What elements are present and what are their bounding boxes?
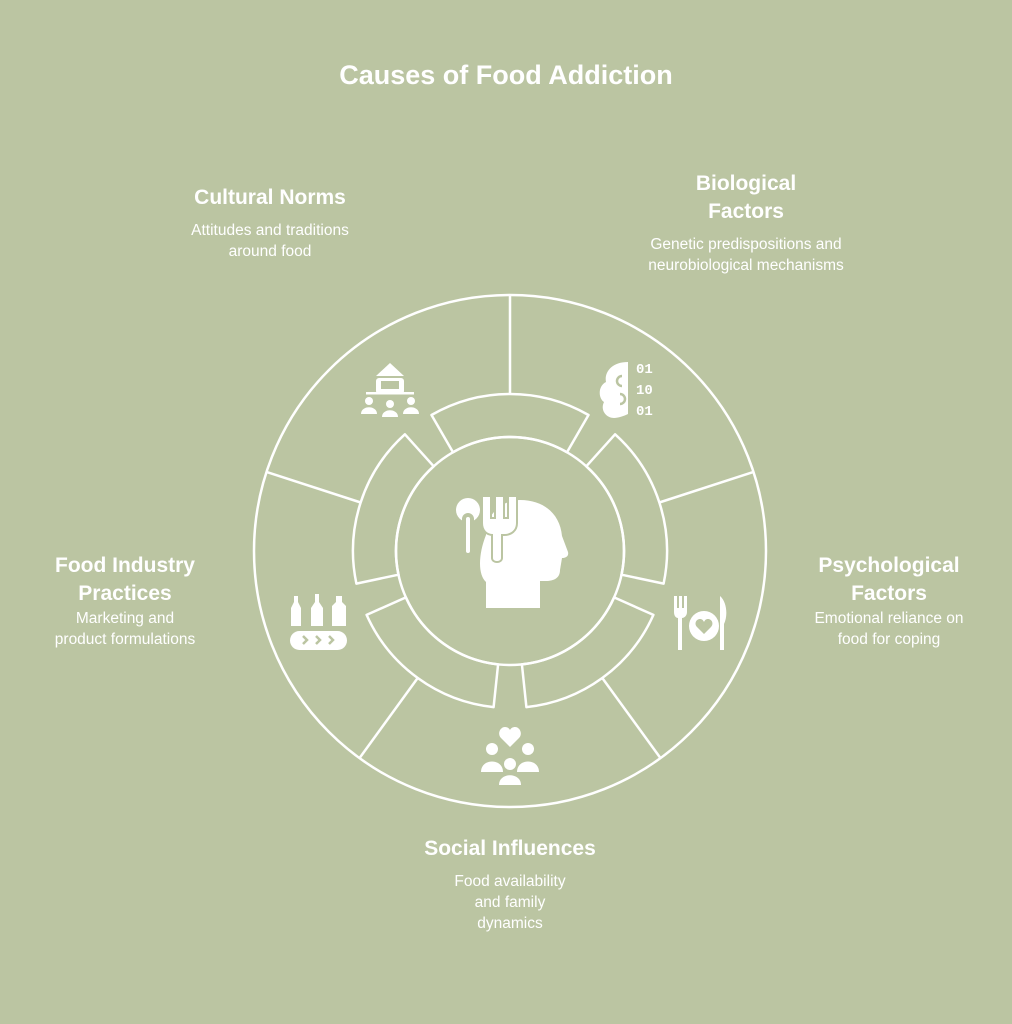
brain-binary-icon: 01 10 01 (599, 362, 653, 420)
divider-line-3 (601, 677, 662, 759)
band-industry (351, 433, 435, 585)
divider-line-5 (266, 470, 362, 504)
segment-title-social: Social Influences (424, 837, 596, 860)
segment-desc-social: Food availability and family dynamics (454, 873, 566, 932)
bottles-conveyor-icon (290, 594, 347, 650)
label-industry: Food Industry Practices Marketing and pr… (30, 552, 220, 650)
divider-line-4 (358, 677, 419, 759)
svg-text:01: 01 (636, 362, 653, 378)
diagram-title: Causes of Food Addiction (339, 60, 673, 90)
segment-desc-industry: Marketing and product formulations (54, 610, 196, 648)
label-psychological: Psychological Factors Emotional reliance… (796, 552, 982, 650)
segment-title-psychological: Psychological Factors (818, 554, 960, 605)
family-heart-icon (481, 727, 539, 785)
community-tradition-icon (361, 363, 419, 417)
ring-dividers (266, 295, 754, 759)
segment-desc-psychological: Emotional reliance on food for coping (814, 610, 964, 648)
segment-desc-cultural: Attitudes and traditions around food (191, 222, 349, 260)
label-biological: Biological Factors Genetic predispositio… (648, 170, 844, 276)
band-biological (585, 433, 669, 585)
head-with-fork-and-spoon-icon (452, 494, 569, 608)
divider-line-2 (658, 470, 754, 504)
band-psychological (520, 596, 655, 709)
svg-text:01: 01 (636, 404, 653, 420)
band-cultural (430, 392, 590, 454)
segment-title-industry: Food Industry Practices (55, 554, 195, 605)
svg-text:10: 10 (636, 383, 653, 399)
middle-ring-bands (351, 392, 669, 709)
segment-title-biological: Biological Factors (695, 172, 797, 223)
label-cultural: Cultural Norms Attitudes and traditions … (140, 184, 400, 262)
segment-desc-biological: Genetic predispositions and neurobiologi… (648, 236, 844, 274)
fork-knife-heart-plate-icon (674, 596, 727, 650)
segment-title-cultural: Cultural Norms (194, 186, 346, 209)
band-social (365, 596, 500, 709)
label-social: Social Influences Food availability and … (390, 835, 630, 934)
